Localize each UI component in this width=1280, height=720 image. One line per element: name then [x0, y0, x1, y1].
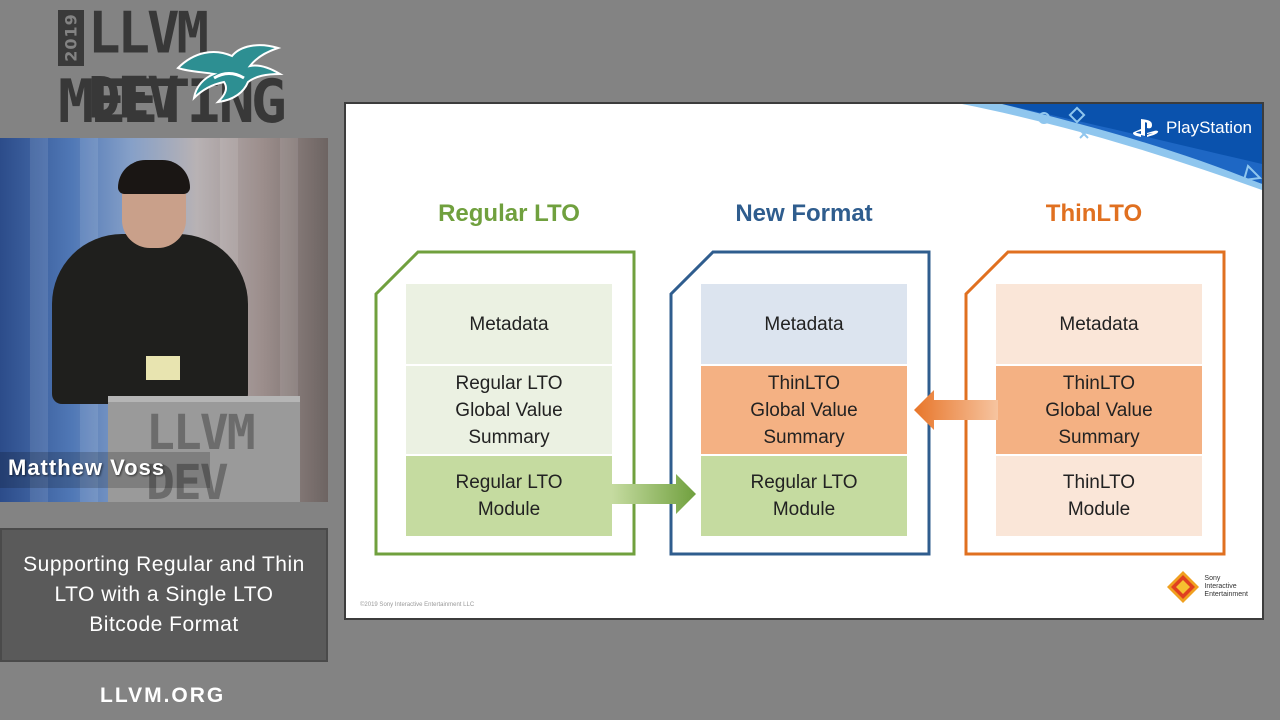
doc-outline — [374, 250, 636, 556]
cell-global-value-summary: ThinLTO Global Value Summary — [701, 366, 907, 454]
arrow-right-icon — [612, 474, 696, 514]
cell-module: ThinLTO Module — [996, 456, 1202, 536]
speaker-hair — [118, 160, 190, 194]
cell-text: ThinLTO Module — [1062, 472, 1136, 520]
title-new-format: New Format — [735, 200, 873, 227]
cell-module: Regular LTO Module — [406, 456, 612, 536]
cell-text: Regular LTO Module — [750, 472, 858, 520]
year-box — [58, 10, 84, 66]
cell-metadata: Metadata — [701, 284, 907, 364]
doc-outline — [669, 250, 931, 556]
cell-text: ThinLTO Global Value Summary — [1045, 372, 1153, 448]
name-badge — [146, 356, 180, 380]
playstation-icon — [1133, 119, 1159, 137]
arrow-left-icon — [914, 390, 998, 430]
cell-metadata: Metadata — [406, 284, 612, 364]
doc-regular-lto: Metadata Regular LTO Global Value Summar… — [374, 250, 636, 556]
cell-text: Metadata — [1059, 313, 1139, 335]
cell-metadata: Metadata — [996, 284, 1202, 364]
cell-global-value-summary: Regular LTO Global Value Summary — [406, 366, 612, 454]
playstation-brand: PlayStation — [1166, 118, 1252, 137]
event-logo-line1: LLVM DEV — [88, 0, 209, 132]
title-thinlto: ThinLTO — [1045, 200, 1143, 227]
slide: PlayStation Regular LTO New Format ThinL… — [344, 102, 1264, 620]
cell-module: Regular LTO Module — [701, 456, 907, 536]
sie-icon — [1167, 571, 1200, 603]
title-regular-lto: Regular LTO — [438, 200, 580, 227]
site-url: LLVM.ORG — [100, 684, 226, 707]
name-bar — [0, 452, 210, 488]
dragon-icon — [176, 44, 284, 104]
cell-text: Metadata — [764, 313, 844, 335]
cell-text: ThinLTO Global Value Summary — [750, 372, 858, 448]
cell-text: Regular LTO Module — [455, 472, 563, 520]
cell-text: Regular LTO Global Value Summary — [455, 372, 563, 448]
brand-swoosh — [962, 104, 1262, 190]
talk-title-box: Supporting Regular and Thin LTO with a S… — [0, 528, 328, 662]
copyright: ©2019 Sony Interactive Entertainment LLC — [360, 602, 475, 608]
sie-logo: Sony Interactive Entertainment — [1166, 570, 1248, 604]
sie-label: Sony Interactive Entertainment — [1204, 575, 1248, 598]
speaker-name: Matthew Voss — [8, 455, 166, 480]
talk-title: Supporting Regular and Thin LTO with a S… — [23, 553, 305, 636]
event-logo: 2019 LLVM DEV MEETING — [58, 0, 290, 137]
doc-new-format: Metadata ThinLTO Global Value Summary Re… — [669, 250, 931, 556]
doc-outline — [964, 250, 1226, 556]
cell-text: Metadata — [469, 313, 549, 335]
playstation-logo: PlayStation — [1132, 118, 1252, 138]
curtain-fold — [30, 138, 48, 502]
cell-global-value-summary: ThinLTO Global Value Summary — [996, 366, 1202, 454]
event-year: 2019 — [61, 13, 81, 62]
doc-thinlto: Metadata ThinLTO Global Value Summary Th… — [964, 250, 1226, 556]
